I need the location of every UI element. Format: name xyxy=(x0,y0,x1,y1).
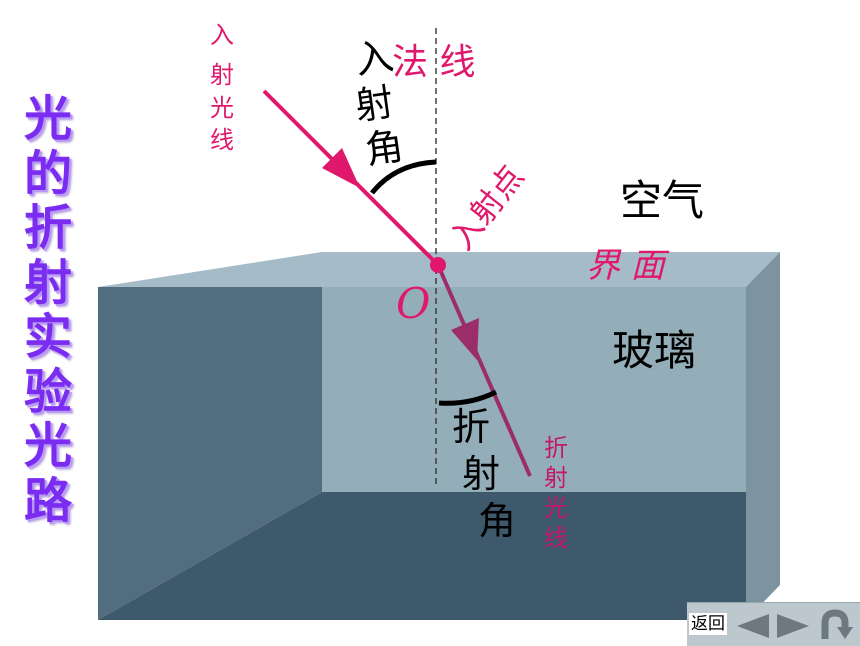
incident-angle-arc xyxy=(370,159,437,195)
refracted-ray-label-1: 折 xyxy=(544,434,568,462)
incident-point-label: 入射点 xyxy=(442,158,531,257)
incident-angle-label-1: 入 xyxy=(352,34,396,83)
glass-left-face xyxy=(98,287,322,620)
refracted-ray-label-2: 射 xyxy=(544,464,568,492)
title-char: 射 xyxy=(23,254,72,311)
title-char: 折 xyxy=(23,200,72,256)
refracted-ray-label-4: 线 xyxy=(544,524,568,552)
incident-ray-label-2: 射 xyxy=(210,61,234,89)
refraction-angle-label-2: 射 xyxy=(462,452,500,496)
title-char: 验 xyxy=(23,363,72,420)
glass-right-face xyxy=(746,252,780,620)
incident-ray-label-3: 光 xyxy=(210,94,234,122)
refracted-ray xyxy=(436,264,532,477)
incident-ray-arrow xyxy=(322,148,360,188)
navigation-bar: 返回 xyxy=(687,602,860,646)
glass-back-face xyxy=(322,287,746,492)
incident-ray-label-4: 线 xyxy=(210,126,234,154)
title-char: 的 xyxy=(23,145,72,202)
refraction-angle-label-3: 角 xyxy=(478,499,516,543)
next-arrow-icon[interactable] xyxy=(775,612,813,640)
return-u-turn-icon[interactable] xyxy=(819,609,855,641)
refraction-angle-arc xyxy=(438,389,498,406)
air-label: 空气 xyxy=(620,176,704,225)
origin-label: O xyxy=(396,279,430,328)
glass-label: 玻璃 xyxy=(612,326,696,375)
back-button[interactable]: 返回 xyxy=(689,613,727,635)
normal-label: 法 线 xyxy=(392,42,475,83)
refraction-angle-label-1: 折 xyxy=(452,405,490,449)
incident-angle-label-2: 射 xyxy=(352,80,396,129)
incident-point-dot xyxy=(430,257,446,273)
refracted-ray-label-3: 光 xyxy=(544,494,568,522)
title-char: 光 xyxy=(23,91,72,147)
interface-label: 界 面 xyxy=(586,246,670,286)
title-char: 光 xyxy=(23,418,72,474)
glass-bottom-face xyxy=(98,492,746,620)
incident-ray-label-1: 入 xyxy=(210,21,234,49)
refracted-ray-arrow xyxy=(451,318,479,360)
page-title: 光 的 折 射 实 验 光 路 xyxy=(18,92,78,528)
title-char: 实 xyxy=(23,309,72,365)
title-char: 路 xyxy=(23,472,72,529)
incident-angle-label-3: 角 xyxy=(362,124,406,173)
prev-arrow-icon[interactable] xyxy=(733,612,771,640)
